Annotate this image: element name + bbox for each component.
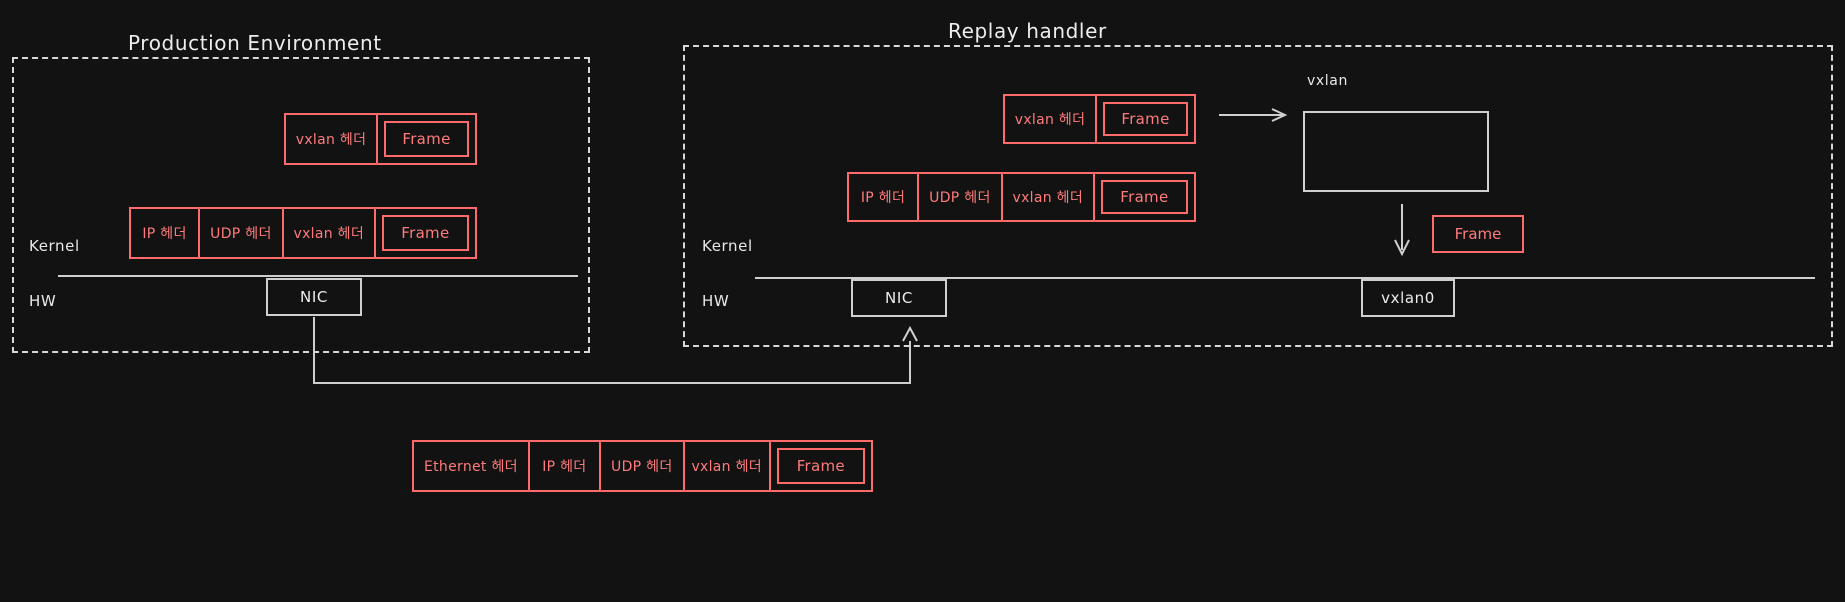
wire-packet: Ethernet 헤더 IP 헤더 UDP 헤더 vxlan 헤더 Frame <box>412 440 873 492</box>
production-nic-box[interactable]: NIC <box>266 278 362 316</box>
packet-segment-udp-header: UDP 헤더 <box>919 174 1003 220</box>
decapsulated-frame-box: Frame <box>1432 215 1524 253</box>
frame-inner-label: Frame <box>381 215 469 251</box>
packet-segment-ip-header: IP 헤더 <box>530 442 601 490</box>
vxlan0-box[interactable]: vxlan0 <box>1361 279 1455 317</box>
replay-hw-label: HW <box>702 292 730 310</box>
packet-segment-frame: Frame <box>378 115 475 163</box>
frame-inner-label: Frame <box>384 121 469 157</box>
production-panel-title: Production Environment <box>128 31 382 55</box>
production-kernel-label: Kernel <box>29 237 80 255</box>
frame-inner-label: Frame <box>1103 102 1188 136</box>
production-kernel-hw-divider <box>58 275 578 277</box>
packet-segment-udp-header: UDP 헤더 <box>601 442 685 490</box>
packet-segment-vxlan-header: vxlan 헤더 <box>1005 96 1097 142</box>
packet-segment-frame: Frame <box>1097 96 1194 142</box>
packet-segment-ip-header: IP 헤더 <box>131 209 201 257</box>
packet-segment-frame: Frame <box>376 209 475 257</box>
production-hw-label: HW <box>29 292 57 310</box>
frame-inner-label: Frame <box>776 448 865 484</box>
packet-segment-vxlan-header: vxlan 헤더 <box>685 442 771 490</box>
packet-segment-frame: Frame <box>771 442 871 490</box>
packet-segment-vxlan-header: vxlan 헤더 <box>284 209 376 257</box>
packet-segment-ethernet-header: Ethernet 헤더 <box>414 442 530 490</box>
replay-nic-box[interactable]: NIC <box>851 279 947 317</box>
packet-segment-udp-header: UDP 헤더 <box>200 209 284 257</box>
production-inner-packet: vxlan 헤더 Frame <box>284 113 477 165</box>
replay-panel-box <box>683 45 1833 347</box>
replay-kernel-label: Kernel <box>702 237 753 255</box>
packet-segment-vxlan-header: vxlan 헤더 <box>286 115 378 163</box>
production-panel-box <box>12 57 590 353</box>
vxlan-device-box <box>1303 111 1489 192</box>
production-encapsulated-packet: IP 헤더 UDP 헤더 vxlan 헤더 Frame <box>129 207 477 259</box>
replay-inner-packet: vxlan 헤더 Frame <box>1003 94 1196 144</box>
packet-segment-frame: Frame <box>1095 174 1194 220</box>
replay-panel-title: Replay handler <box>948 19 1107 43</box>
packet-segment-vxlan-header: vxlan 헤더 <box>1003 174 1095 220</box>
vxlan-device-label: vxlan <box>1307 73 1348 89</box>
replay-kernel-hw-divider <box>755 277 1815 279</box>
frame-inner-label: Frame <box>1100 180 1189 214</box>
packet-segment-ip-header: IP 헤더 <box>849 174 920 220</box>
replay-encapsulated-packet: IP 헤더 UDP 헤더 vxlan 헤더 Frame <box>847 172 1196 222</box>
